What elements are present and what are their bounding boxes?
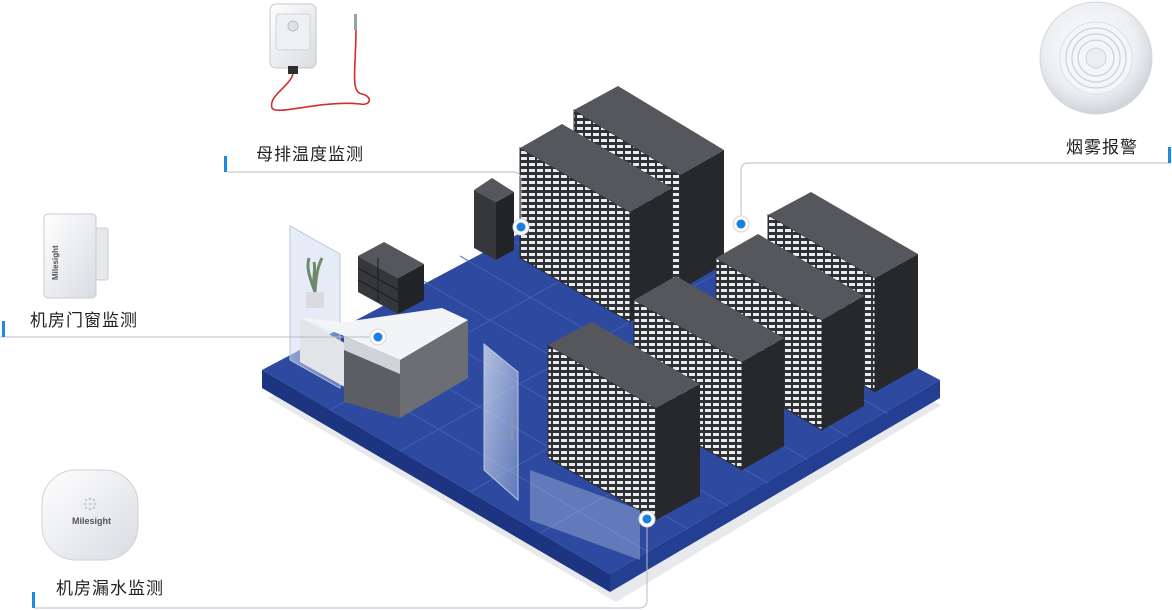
temperature-sensor-icon [269,3,371,112]
small-cabinet [474,178,514,260]
door-sensor-icon: Milesight [43,213,109,299]
office-cabinet [357,242,424,314]
label-water-leak: 机房漏水监测 [56,579,164,599]
smoke-detector-icon [1039,1,1153,115]
leak-sensor-brand: Milesight [72,516,111,526]
label-busbar-temperature: 母排温度监测 [256,145,364,165]
server-racks [357,86,918,521]
marker-leak[interactable] [638,510,656,528]
marker-smoke[interactable] [732,215,750,233]
marker-busbar[interactable] [512,218,530,236]
leader-lines [0,162,1170,609]
marker-door[interactable] [369,328,387,346]
label-door-window: 机房门窗监测 [30,311,138,331]
label-smoke-alarm: 烟雾报警 [1066,138,1138,158]
leak-sensor-icon: Milesight [41,469,139,561]
rack-row-front [547,322,700,521]
door-sensor-brand: Milesight [51,245,60,280]
plant [306,257,324,308]
location-markers [369,215,750,528]
accent-bars [2,147,1171,608]
glass-door [483,342,640,560]
